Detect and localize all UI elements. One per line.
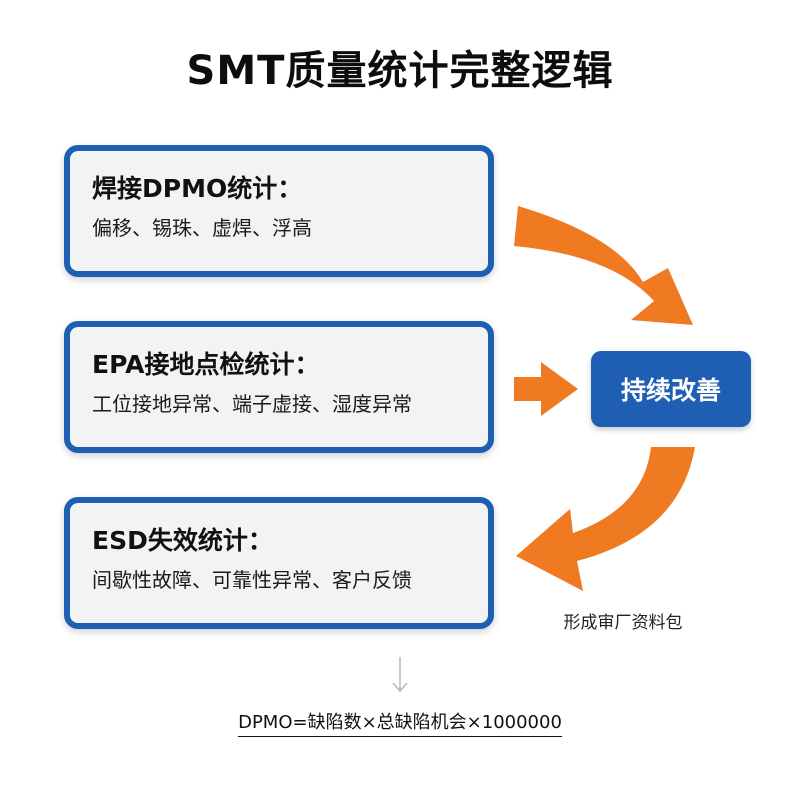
card-welding-desc: 偏移、锡珠、虚焊、浮高 <box>92 216 312 240</box>
card-welding-dpmo: 焊接DPMO统计： 偏移、锡珠、虚焊、浮高 <box>64 145 494 277</box>
curved-arrow-in-icon <box>514 206 693 325</box>
page-title: SMT质量统计完整逻辑 <box>186 48 614 94</box>
card-welding-title: 焊接DPMO统计： <box>92 174 303 203</box>
continuous-improvement-box: 持续改善 <box>591 351 751 427</box>
dpmo-formula-text: DPMO=缺陷数×总缺陷机会×1000000 <box>238 712 562 737</box>
straight-arrow-right-icon <box>514 362 578 416</box>
card-esd-title: ESD失效统计： <box>92 526 273 555</box>
card-epa-desc: 工位接地异常、端子虚接、湿度异常 <box>92 392 412 416</box>
curved-arrow-out-icon <box>516 447 695 591</box>
dpmo-formula: DPMO=缺陷数×总缺陷机会×1000000 <box>0 708 800 737</box>
card-epa-title: EPA接地点检统计： <box>92 350 320 379</box>
down-arrow-icon <box>392 657 408 693</box>
output-label: 形成审厂资料包 <box>563 613 683 633</box>
card-esd-failure: ESD失效统计： 间歇性故障、可靠性异常、客户反馈 <box>64 497 494 629</box>
card-esd-desc: 间歇性故障、可靠性异常、客户反馈 <box>92 568 412 592</box>
card-epa-grounding: EPA接地点检统计： 工位接地异常、端子虚接、湿度异常 <box>64 321 494 453</box>
